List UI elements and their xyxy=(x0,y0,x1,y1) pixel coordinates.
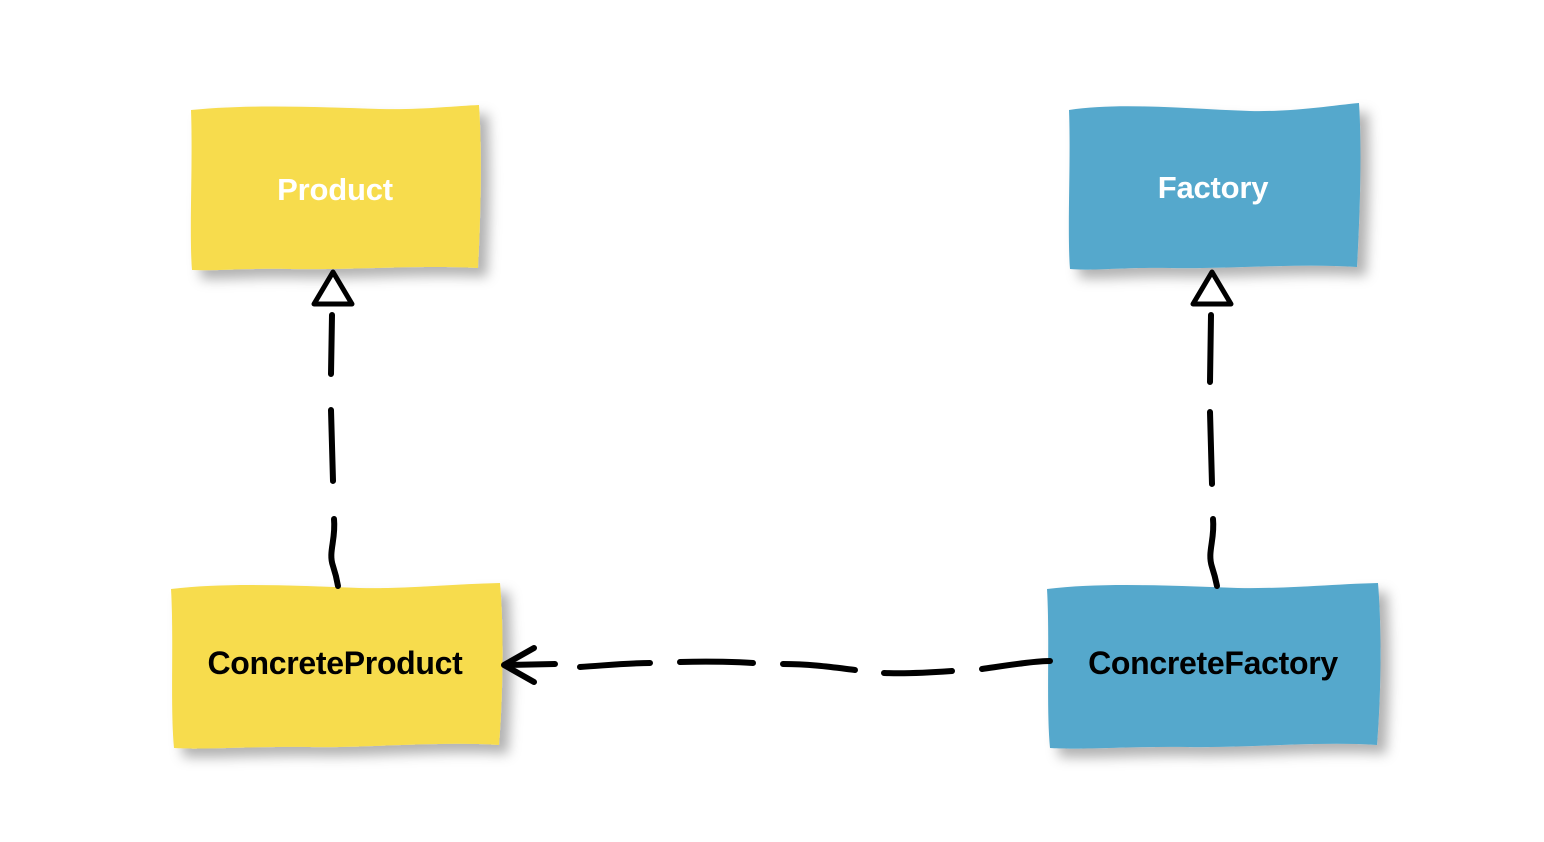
dependency-dash-1 xyxy=(503,661,558,668)
node-concrete-factory-shape xyxy=(1047,583,1381,749)
node-factory[interactable] xyxy=(1068,103,1361,270)
edge-product-generalization[interactable] xyxy=(311,269,355,589)
generalization-line-product-seg3 xyxy=(328,516,341,589)
edge-factory-generalization[interactable] xyxy=(1190,269,1234,589)
generalization-line-factory-seg2 xyxy=(1207,409,1215,487)
edge-factory-creates-product[interactable] xyxy=(501,645,1053,685)
generalization-arrowhead-factory xyxy=(1190,269,1234,307)
node-factory-shape xyxy=(1068,103,1361,270)
generalization-line-product xyxy=(328,312,335,377)
generalization-line-factory xyxy=(1207,312,1214,385)
generalization-arrowhead-product xyxy=(311,269,355,307)
node-concrete-product[interactable] xyxy=(171,583,503,749)
node-product-shape xyxy=(190,105,481,271)
dependency-dash-6 xyxy=(979,658,1053,672)
node-concrete-factory[interactable] xyxy=(1047,583,1381,749)
generalization-line-factory-seg3 xyxy=(1207,516,1220,589)
node-concrete-product-shape xyxy=(171,583,503,749)
dependency-dash-4 xyxy=(780,661,858,673)
dependency-dash-3 xyxy=(677,658,756,666)
dependency-dash-2 xyxy=(577,660,653,670)
generalization-line-product-seg2 xyxy=(328,407,336,484)
node-product[interactable] xyxy=(190,105,481,271)
dependency-dash-5 xyxy=(881,668,955,677)
